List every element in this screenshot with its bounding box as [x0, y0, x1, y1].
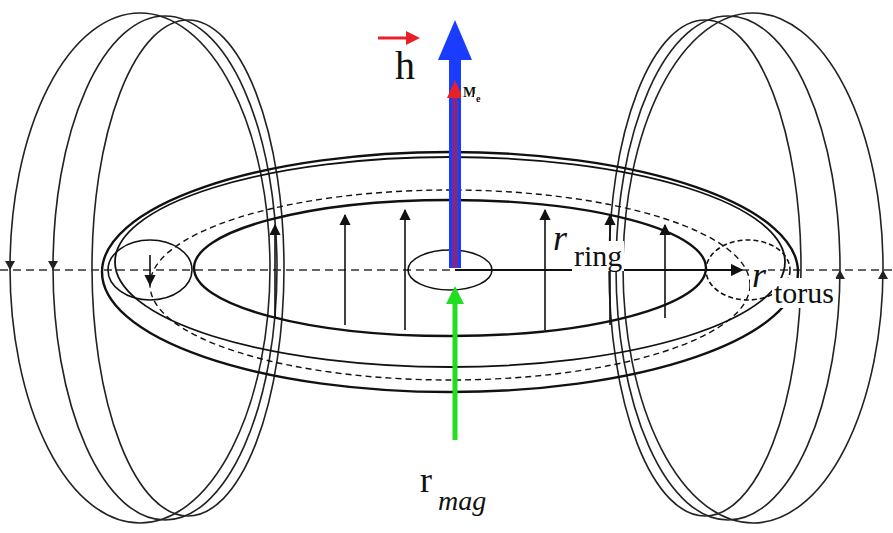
- radius-subscript: ring: [572, 241, 624, 271]
- radius-symbol: r: [420, 462, 432, 498]
- vector-bar-head: [406, 31, 420, 45]
- inner-field-arrows: [150, 210, 665, 330]
- field-lines: [10, 13, 883, 523]
- radius-subscript: mag: [438, 487, 486, 515]
- radius-symbol: r: [553, 220, 567, 256]
- moment-subscript: e: [474, 94, 482, 104]
- moment-vector-shaft: [452, 95, 458, 268]
- label-holder: r: [420, 462, 432, 498]
- h-vector-head: [438, 20, 472, 60]
- label-holder: e: [474, 94, 482, 104]
- label-holder: h: [395, 46, 415, 86]
- rmag-arrow-shaft: [453, 302, 458, 440]
- label-holder: ring: [572, 241, 624, 271]
- rmag-arrow-head: [446, 286, 464, 304]
- label-holder: torus: [772, 278, 836, 308]
- label-holder: r: [553, 220, 567, 256]
- vector-bar: [378, 37, 410, 40]
- radius-symbol: r: [750, 257, 768, 293]
- label-holder: r: [750, 257, 768, 293]
- radius-subscript: torus: [772, 278, 836, 308]
- vector-name: h: [395, 46, 415, 86]
- label-holder: mag: [438, 487, 486, 515]
